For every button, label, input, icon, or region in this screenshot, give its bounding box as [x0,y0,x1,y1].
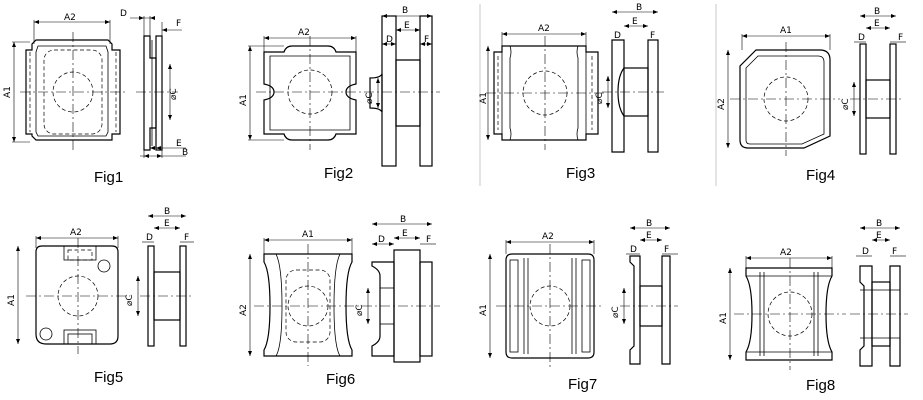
dim-label-f: F [664,245,669,255]
figure-3: A2 A1 B E D F ⌀C Fi [479,3,664,182]
dim-label-a1: A1 [780,26,792,36]
figure-6: A1 A2 B D E F [239,215,440,388]
dim-label-a1: A1 [7,294,17,306]
fig8-top-view: A2 A1 [719,248,846,370]
dim-label-c: ⌀C [841,98,851,110]
figure-caption: Fig8 [806,377,835,394]
dim-label-f: F [892,247,897,257]
figure-7: A2 A1 B E D F ⌀C Fi [479,219,678,393]
dim-label-c: ⌀C [365,92,375,104]
figure-1: A2 A1 D F ⌀C [3,9,188,186]
dim-label-e: E [632,17,638,27]
dim-label-a2: A2 [298,28,310,38]
dim-label-a1: A1 [479,92,489,104]
figure-4: A1 A2 B E D F ⌀C Fi [717,7,906,184]
fig4-top-view: A1 A2 [717,26,840,156]
dim-label-c: ⌀C [611,306,621,318]
dim-label-b: B [874,7,880,17]
dim-label-f: F [424,35,429,45]
fig5-top-view: A2 A1 [7,228,130,354]
dim-label-b: B [182,148,188,158]
figure-caption: Fig2 [324,165,353,182]
dim-label-a2: A2 [64,13,76,23]
dim-label-f: F [176,19,181,29]
figure-caption: Fig5 [94,369,123,386]
dim-label-d: D [614,31,621,41]
dim-label-d: D [386,35,393,45]
dim-label-b: B [876,219,882,229]
dim-label-d: D [146,233,153,243]
dim-label-d: D [862,247,869,257]
dim-label-e: E [176,139,182,149]
fig8-side-view: B E D F [850,219,908,367]
dim-label-a2: A2 [542,232,554,242]
dim-label-e: E [404,21,410,31]
dim-label-c: ⌀C [125,294,135,306]
figure-caption: Fig7 [568,376,597,393]
dim-label-e: E [876,231,882,241]
fig6-side-view: B D E F ⌀C [355,215,440,363]
dim-label-b: B [646,219,652,229]
figure-caption: Fig1 [94,169,123,186]
dim-label-e: E [164,219,170,229]
figure-caption: Fig4 [806,167,835,184]
dim-label-d: D [630,245,637,255]
fig5-side-view: B E D F ⌀C [125,207,194,347]
dim-label-f: F [184,233,189,243]
dim-label-e: E [646,231,652,241]
dim-label-a2: A2 [239,304,249,316]
dim-label-d: D [858,33,865,43]
dim-label-c: ⌀C [595,92,605,104]
dim-label-c: ⌀C [169,88,179,100]
dim-label-f: F [426,235,431,245]
fig7-side-view: B E D F ⌀C [611,219,678,365]
dim-label-a2: A2 [717,98,727,110]
fig1-side-view: D F ⌀C E B [120,9,188,158]
fig6-top-view: A1 A2 [239,230,362,366]
figure-8: A2 A1 B E D F Fig8 [719,219,908,394]
dim-label-b: B [400,215,406,225]
dim-label-a1: A1 [239,94,249,106]
dim-label-a1: A1 [719,312,729,324]
figure-2: A2 A1 B E D [239,6,440,182]
fig3-top-view: A2 A1 [479,24,606,150]
figure-caption: Fig6 [326,371,355,388]
fig2-side-view: B E D F ⌀C [364,6,440,167]
figure-caption: Fig3 [566,165,595,182]
dim-label-a2: A2 [780,248,792,258]
fig3-side-view: B E D F ⌀C [595,3,664,153]
dim-label-d: D [120,9,127,19]
dim-label-f: F [650,31,655,41]
dim-label-e: E [402,229,408,239]
figure-5: A2 A1 B E D F ⌀C Fi [7,207,194,386]
dim-label-b: B [164,207,170,217]
fig7-top-view: A2 A1 [479,232,604,368]
dim-label-d: D [378,235,385,245]
fig1-top-view: A2 A1 [3,13,128,150]
dim-label-f: F [898,33,903,43]
fig2-top-view: A2 A1 [239,28,364,150]
fig4-side-view: B E D F ⌀C [841,7,906,155]
dim-label-a2: A2 [70,228,82,238]
dim-label-c: ⌀C [355,304,365,316]
dim-label-a2: A2 [538,24,550,34]
dim-label-a1: A1 [3,86,13,98]
dim-label-a1: A1 [479,304,489,316]
dim-label-b: B [636,3,642,13]
dim-label-a1: A1 [302,230,314,240]
dim-label-e: E [874,19,880,29]
dim-label-b: B [402,6,408,16]
